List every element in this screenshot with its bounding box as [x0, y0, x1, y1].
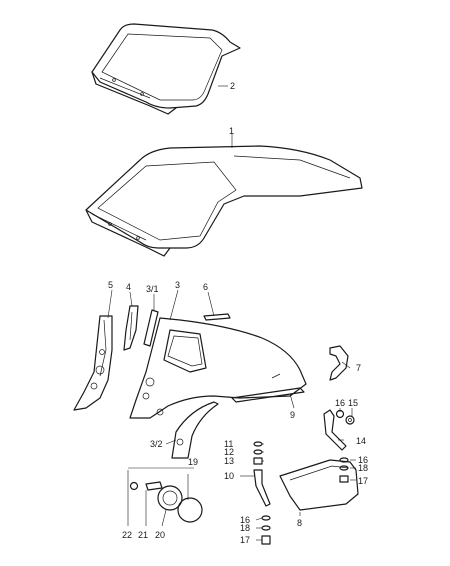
- part-3-1-pillar-strip: [143, 309, 159, 347]
- part-22-grommet: [129, 481, 139, 491]
- part-9-seal-strip: [231, 387, 305, 403]
- callout-17-lower: 17: [240, 535, 250, 545]
- leader-lines: [107, 85, 356, 541]
- callout-7: 7: [356, 363, 361, 373]
- callout-8: 8: [297, 518, 302, 528]
- callout-14: 14: [356, 436, 366, 446]
- callout-15: 15: [348, 398, 358, 408]
- callout-12: 12: [224, 447, 234, 457]
- part-15-nut: [345, 415, 355, 425]
- callout-16-right: 16: [358, 455, 368, 465]
- callout-18-lower: 18: [240, 523, 250, 533]
- part-8-lower-panel: [279, 459, 359, 511]
- callout-10: 10: [224, 471, 234, 481]
- callout-labels: 2 1 5 4 3/1 3 6 7 9 3/2 16 15 14 11 12 1…: [108, 81, 368, 545]
- part-1-hardtop: [85, 145, 363, 257]
- callout-9: 9: [290, 410, 295, 420]
- callout-18-right: 18: [358, 463, 368, 473]
- callout-20: 20: [155, 530, 165, 540]
- callout-4: 4: [126, 282, 131, 292]
- part-6-trim-strip: [203, 313, 231, 321]
- callout-16-upper: 16: [335, 398, 345, 408]
- callout-3-2: 3/2: [150, 439, 163, 449]
- part-5-pillar-panel: [73, 315, 113, 411]
- hardware-stack-center: [253, 441, 271, 507]
- callout-3-1: 3/1: [146, 284, 159, 294]
- callout-19: 19: [188, 457, 198, 467]
- hardware-stack-lower: [261, 515, 271, 545]
- part-14-bracket-arm: [323, 409, 347, 451]
- callout-1: 1: [229, 126, 234, 136]
- part-3-quarter-panel: [129, 317, 307, 419]
- callout-17-right: 17: [358, 476, 368, 486]
- callout-16-lower: 16: [240, 515, 250, 525]
- part-19-filler-cap: [177, 497, 203, 523]
- part-7-bracket: [329, 345, 349, 381]
- part-2-windshield-frame: [91, 23, 241, 115]
- part-3-2-wheel-arch: [171, 401, 219, 459]
- callout-22: 22: [122, 530, 132, 540]
- callout-5: 5: [108, 280, 113, 290]
- part-20-filler-ring: [157, 485, 183, 511]
- part-21-plate: [145, 481, 163, 491]
- callout-6: 6: [203, 282, 208, 292]
- callout-13: 13: [224, 456, 234, 466]
- callout-21: 21: [138, 530, 148, 540]
- callout-2: 2: [230, 81, 235, 91]
- callout-3: 3: [175, 280, 180, 290]
- callout-11: 11: [224, 439, 233, 449]
- part-4-pillar-reinforcement: [123, 305, 139, 351]
